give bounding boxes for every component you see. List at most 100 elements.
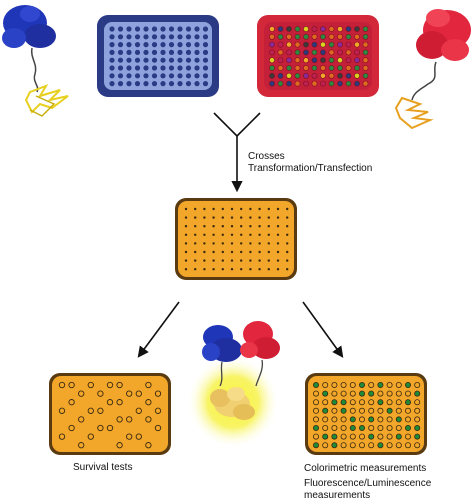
colony (97, 390, 104, 397)
well (258, 216, 261, 219)
well (349, 424, 356, 431)
well (345, 49, 352, 56)
well (286, 57, 292, 64)
well (194, 49, 200, 56)
well (354, 26, 360, 32)
well (368, 390, 375, 397)
colony (116, 442, 123, 449)
well (303, 65, 309, 71)
well (230, 268, 234, 271)
well (386, 433, 393, 440)
colony (135, 390, 142, 397)
well (212, 268, 215, 271)
well (202, 73, 209, 79)
well (358, 433, 365, 440)
well (303, 49, 309, 56)
well (312, 390, 319, 397)
well (286, 80, 292, 87)
well (277, 41, 284, 48)
well (311, 65, 318, 71)
well (184, 225, 188, 228)
well (312, 442, 319, 449)
well (249, 242, 252, 245)
survival-microplate (49, 373, 171, 455)
well (340, 442, 347, 449)
well (269, 65, 275, 71)
well (322, 399, 329, 406)
well (168, 81, 175, 87)
well (177, 65, 183, 71)
well (134, 65, 141, 71)
well (345, 80, 352, 87)
colony (68, 424, 75, 432)
well (143, 42, 149, 48)
well (328, 65, 335, 71)
well (184, 259, 188, 262)
well (212, 233, 215, 236)
well (354, 41, 360, 48)
well (286, 268, 289, 271)
well (354, 57, 360, 64)
fluorescence-label-cont: measurements (304, 490, 371, 501)
well (109, 57, 115, 63)
well (168, 65, 175, 71)
colony (145, 381, 152, 389)
well (331, 390, 338, 397)
well (168, 42, 175, 48)
merge-connector (213, 112, 261, 193)
well (386, 407, 393, 414)
well (168, 49, 175, 56)
well (221, 242, 224, 245)
well (276, 207, 280, 211)
well (362, 49, 369, 56)
well (331, 442, 338, 449)
well (221, 225, 224, 228)
well (177, 34, 183, 40)
well (212, 242, 215, 245)
well (320, 33, 326, 40)
well (377, 390, 384, 397)
well (269, 49, 275, 56)
well (362, 65, 369, 71)
well (117, 42, 124, 48)
well (269, 80, 275, 87)
well (349, 399, 356, 406)
well (395, 424, 402, 431)
colony (154, 424, 162, 432)
well (240, 268, 243, 271)
well (286, 225, 289, 228)
well (258, 242, 261, 245)
well (177, 49, 183, 56)
well (294, 33, 301, 40)
well (404, 433, 411, 440)
well (358, 407, 365, 414)
colony (145, 399, 152, 406)
well (349, 407, 356, 414)
colony (97, 424, 104, 432)
well (386, 399, 393, 406)
well (168, 34, 175, 40)
colony (145, 442, 152, 449)
well (320, 65, 326, 71)
well (143, 81, 149, 87)
well (345, 26, 352, 32)
well (303, 57, 309, 64)
blue-microplate (97, 15, 219, 97)
well (337, 57, 343, 64)
colony (97, 407, 104, 414)
protein-interaction-complex (187, 321, 280, 448)
well (269, 72, 275, 79)
well (337, 65, 343, 71)
colony (126, 433, 133, 440)
well (240, 233, 243, 236)
well (230, 259, 234, 262)
well (354, 72, 360, 79)
well (267, 242, 270, 245)
well (345, 57, 352, 64)
well (202, 49, 209, 56)
well (249, 233, 252, 236)
well (134, 81, 141, 87)
well (267, 233, 270, 236)
colony (87, 433, 94, 440)
well (194, 225, 197, 228)
